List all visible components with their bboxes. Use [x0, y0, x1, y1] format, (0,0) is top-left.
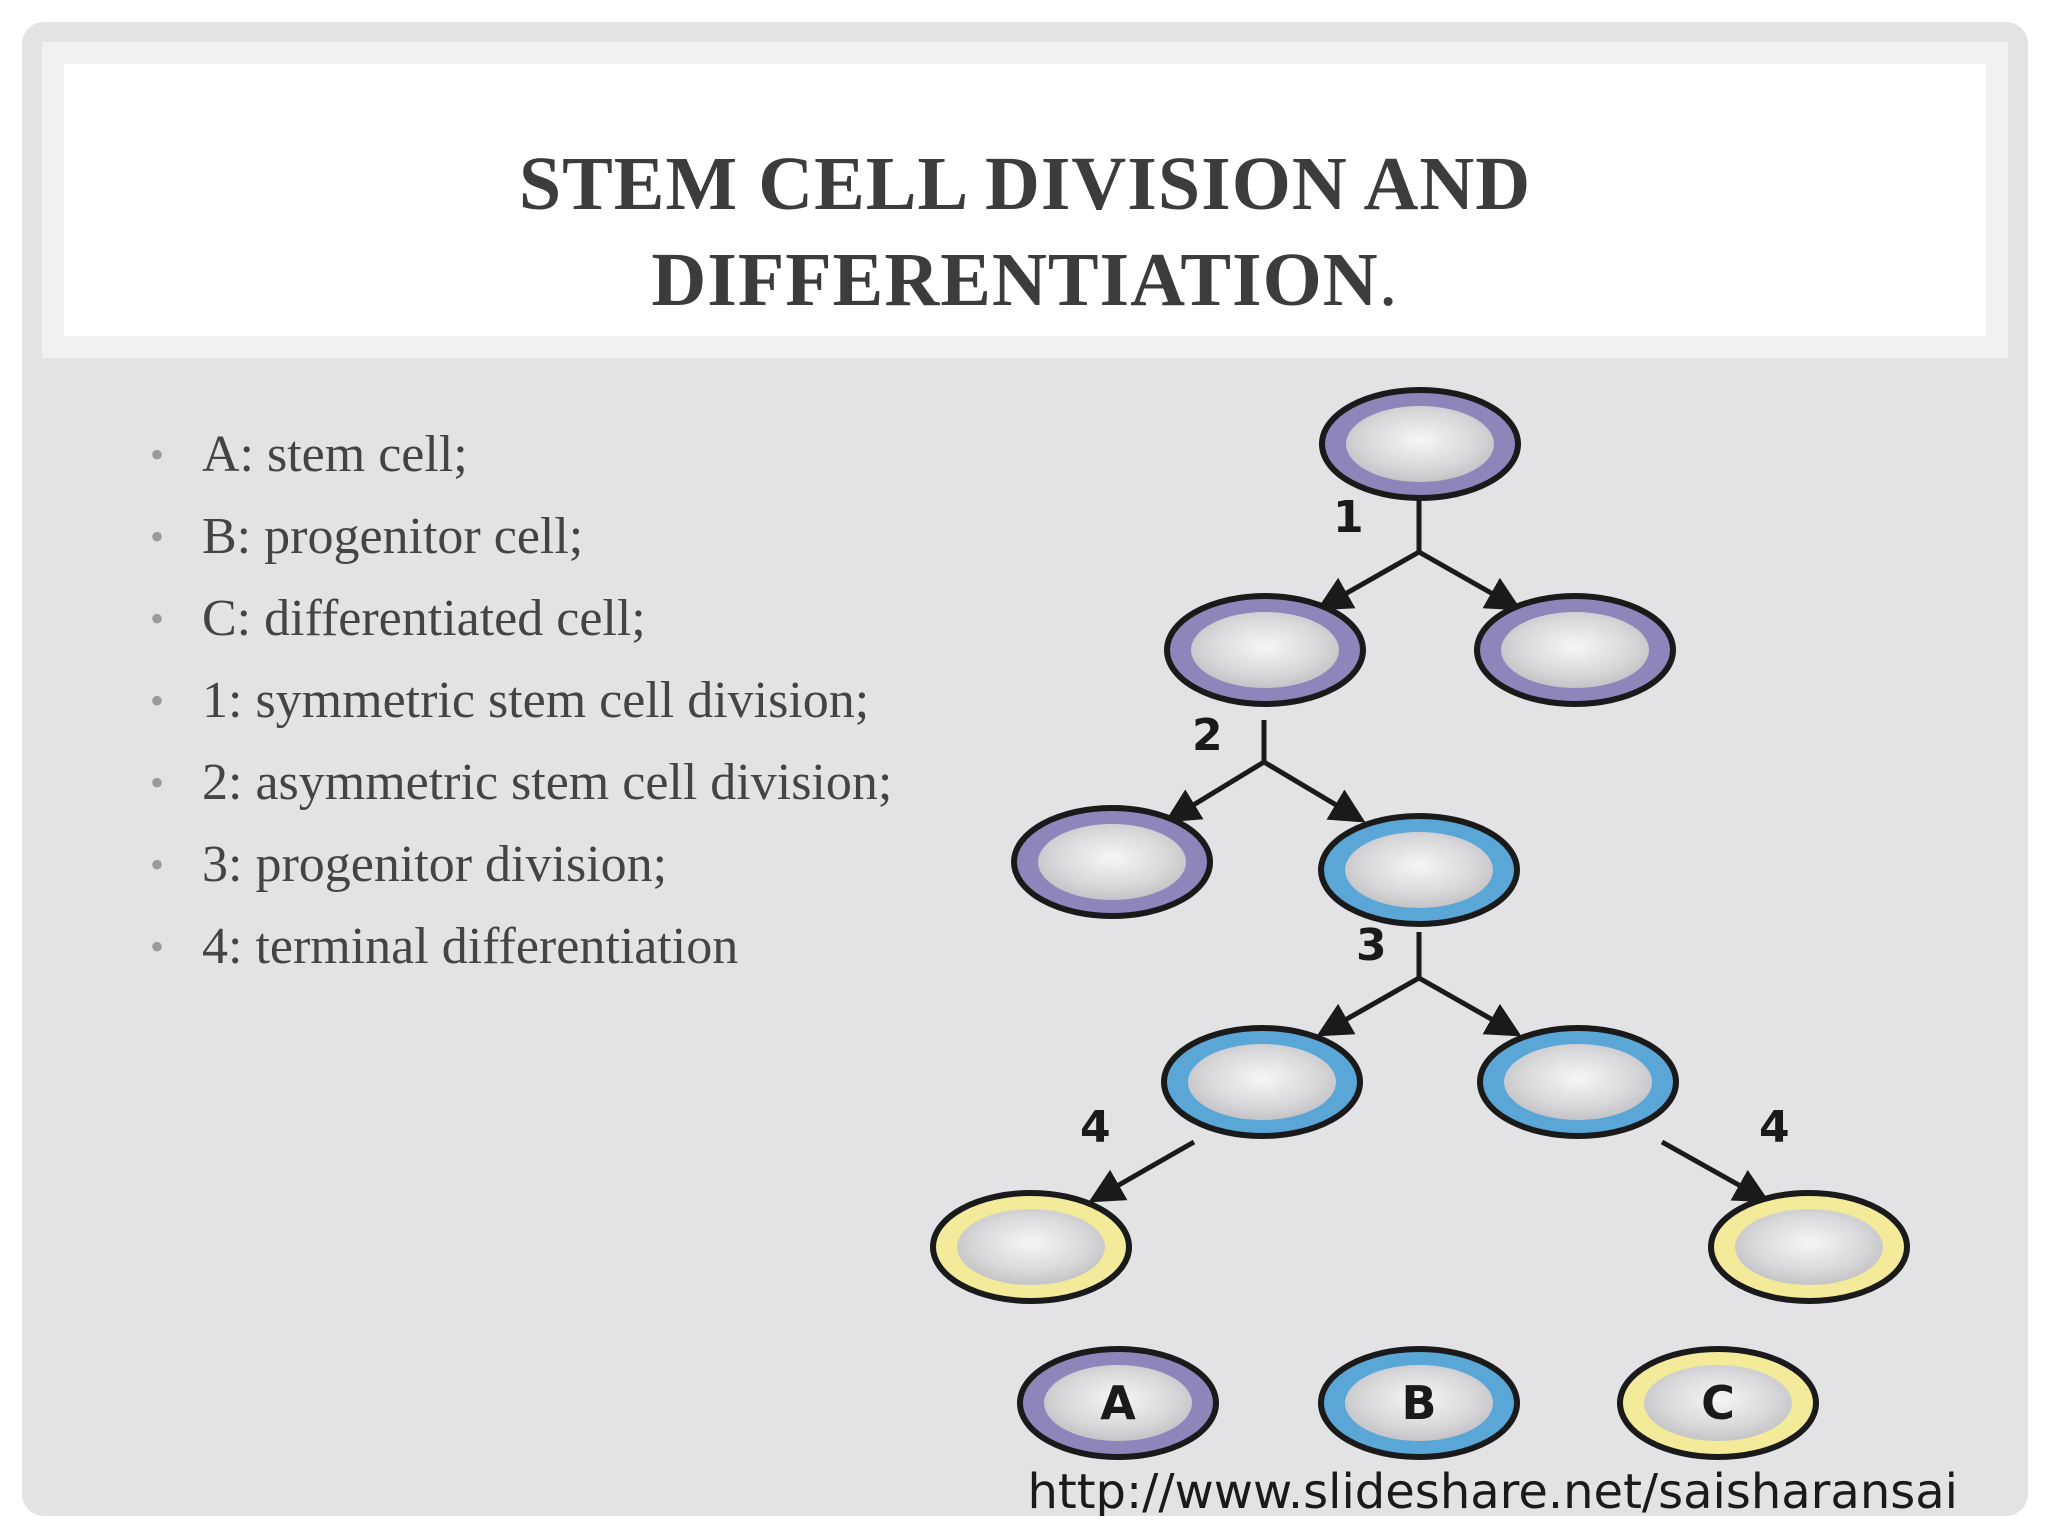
slide-title-line-2-text: DIFFERENTIATION	[651, 238, 1379, 322]
progenitor-cell	[1477, 1025, 1679, 1139]
bullet-item: • C: differentiated cell;	[150, 578, 892, 660]
bullet-dot-icon: •	[150, 678, 165, 723]
step-label-3: 3	[1356, 920, 1387, 971]
bullet-dot-icon: •	[150, 760, 165, 805]
division-3-right-arrow	[1417, 975, 1522, 1037]
bullet-item: • 4: terminal differentiation	[150, 906, 892, 988]
legend-cell-b	[1318, 1346, 1520, 1460]
bullet-dot-icon: •	[150, 596, 165, 641]
division-2-left-arrow	[1164, 759, 1266, 823]
bullet-dot-icon: •	[150, 924, 165, 969]
stem-cell	[1319, 387, 1521, 501]
bullet-text: 3: progenitor division;	[202, 836, 668, 893]
stem-cell	[1474, 593, 1676, 707]
bullet-dot-icon: •	[150, 432, 165, 477]
slide-title: STEM CELL DIVISION AND DIFFERENTIATION.	[64, 136, 1986, 328]
legend-label-a: A	[1100, 1376, 1136, 1430]
progenitor-cell	[1161, 1025, 1363, 1139]
title-box: STEM CELL DIVISION AND DIFFERENTIATION.	[64, 64, 1986, 336]
cells	[930, 387, 1910, 1304]
division-arrows	[1088, 500, 1770, 1203]
legend-cell-c	[1617, 1346, 1819, 1460]
slide-title-line-1: STEM CELL DIVISION AND	[518, 142, 1532, 226]
bullet-text: C: differentiated cell;	[202, 590, 646, 647]
bullet-item: • B: progenitor cell;	[150, 496, 892, 578]
stem-cell	[1011, 805, 1213, 919]
division-3-left-arrow	[1316, 975, 1421, 1037]
step-label-2: 2	[1192, 710, 1223, 761]
legend-label-c: C	[1701, 1376, 1735, 1430]
progenitor-cell	[1318, 813, 1520, 927]
bullet-item: • A: stem cell;	[150, 414, 892, 496]
bullet-dot-icon: •	[150, 842, 165, 887]
division-4-right-arrow	[1660, 1139, 1770, 1203]
bullet-dot-icon: •	[150, 514, 165, 559]
slide-title-period: .	[1378, 238, 1399, 322]
step-label-4-right: 4	[1759, 1102, 1790, 1153]
source-url: http://www.slideshare.net/saisharansai	[1027, 1464, 1958, 1516]
division-1-right-arrow	[1417, 549, 1522, 611]
bullet-item: • 2: asymmetric stem cell division;	[150, 742, 892, 824]
division-2-right-arrow	[1262, 759, 1366, 823]
bullet-text: 2: asymmetric stem cell division;	[202, 754, 893, 811]
slide: STEM CELL DIVISION AND DIFFERENTIATION. …	[22, 22, 2028, 1516]
step-label-1: 1	[1333, 492, 1364, 543]
bullet-text: 4: terminal differentiation	[202, 918, 739, 975]
bullet-item: • 3: progenitor division;	[150, 824, 892, 906]
bullet-text: B: progenitor cell;	[202, 508, 584, 565]
legend-cell-a	[1017, 1346, 1219, 1460]
step-label-4-left: 4	[1080, 1102, 1111, 1153]
stem-cell	[1164, 593, 1366, 707]
division-1-left-arrow	[1316, 549, 1421, 611]
legend-bullet-list: • A: stem cell; • B: progenitor cell; • C: …	[150, 414, 892, 988]
bullet-item: • 1: symmetric stem cell division;	[150, 660, 892, 742]
cell-division-diagram: 1 2 3 4 4	[930, 387, 1910, 1460]
cell-legend	[1017, 1346, 1819, 1460]
bullet-text: 1: symmetric stem cell division;	[202, 672, 870, 729]
differentiated-cell	[930, 1190, 1132, 1304]
legend-label-b: B	[1401, 1376, 1436, 1430]
bullet-text: A: stem cell;	[202, 426, 468, 483]
division-4-left-arrow	[1088, 1139, 1196, 1203]
slide-title-line-2: DIFFERENTIATION.	[64, 232, 1986, 328]
differentiated-cell	[1708, 1190, 1910, 1304]
